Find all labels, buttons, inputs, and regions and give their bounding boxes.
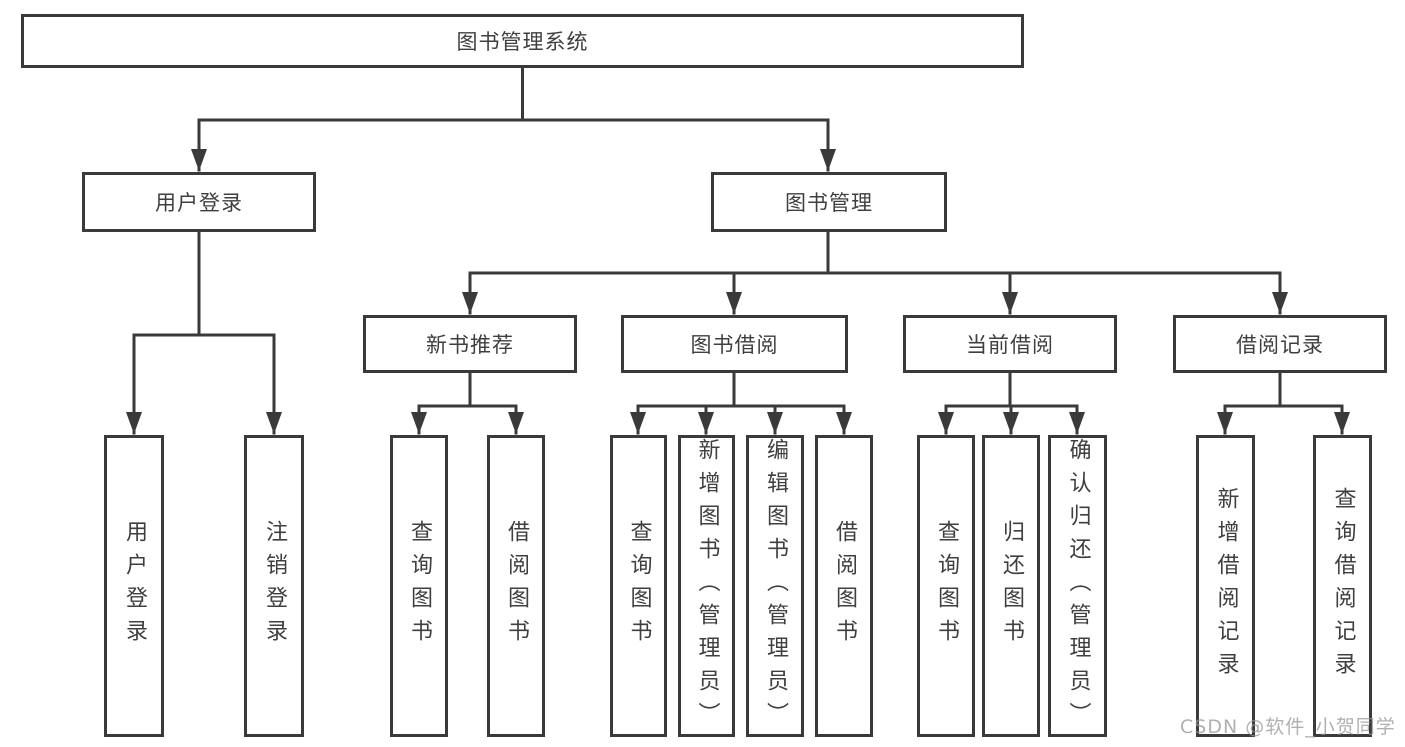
leaf-rec-query-book-label: 查询图书	[407, 520, 432, 652]
leaf-rec-borrow-book: 借阅图书	[487, 435, 545, 737]
leaf-cb-confirm-return: 确认归还（管理员）	[1048, 435, 1107, 737]
connector-user-login-to-leaves	[126, 230, 282, 435]
leaf-bb-edit-book: 编辑图书（管理员）	[746, 435, 804, 737]
leaf-bb-query-book: 查询图书	[610, 435, 667, 737]
leaf-br-add-record: 新增借阅记录	[1196, 435, 1255, 737]
node-book-mgmt: 图书管理	[711, 172, 947, 232]
node-new-book-rec-label: 新书推荐	[426, 333, 514, 357]
node-current-borrow: 当前借阅	[903, 315, 1117, 373]
connector-new-book-rec-to-leaves	[411, 371, 524, 435]
leaf-rec-query-book: 查询图书	[390, 435, 448, 737]
connector-root-to-level2	[191, 66, 836, 172]
node-root-label: 图书管理系统	[456, 30, 589, 54]
leaf-br-add-record-label: 新增借阅记录	[1213, 487, 1239, 685]
node-current-borrow-label: 当前借阅	[966, 333, 1054, 357]
connector-book-mgmt-to-level3	[462, 230, 1288, 315]
leaf-user-login-label: 用户登录	[122, 520, 147, 652]
leaf-bb-add-book: 新增图书（管理员）	[678, 435, 735, 737]
leaf-user-login: 用户登录	[104, 435, 164, 737]
leaf-bb-add-book-label: 新增图书（管理员）	[694, 437, 720, 735]
leaf-cb-return-book-label: 归还图书	[999, 520, 1024, 652]
connector-book-borrow-to-leaves	[630, 371, 852, 435]
node-borrow-records: 借阅记录	[1173, 315, 1387, 373]
node-root: 图书管理系统	[21, 14, 1024, 68]
node-user-login: 用户登录	[82, 172, 316, 232]
node-book-mgmt-label: 图书管理	[785, 191, 873, 215]
connector-current-borrow-to-leaves	[938, 371, 1085, 435]
node-user-login-label: 用户登录	[155, 191, 243, 215]
leaf-bb-borrow-book: 借阅图书	[815, 435, 873, 737]
leaf-cb-return-book: 归还图书	[982, 435, 1040, 737]
leaf-bb-query-book-label: 查询图书	[626, 520, 652, 652]
leaf-rec-borrow-book-label: 借阅图书	[504, 520, 529, 652]
leaf-cb-query-book: 查询图书	[917, 435, 975, 737]
leaf-bb-edit-book-label: 编辑图书（管理员）	[763, 437, 788, 735]
watermark: CSDN @软件_小贺同学	[1180, 716, 1396, 738]
leaf-logout: 注销登录	[244, 435, 304, 737]
connector-borrow-records-to-leaves	[1217, 371, 1350, 435]
leaf-cb-query-book-label: 查询图书	[934, 520, 959, 652]
leaf-logout-label: 注销登录	[262, 520, 287, 652]
leaf-br-query-record: 查询借阅记录	[1313, 435, 1372, 737]
node-book-borrow-label: 图书借阅	[690, 333, 779, 357]
leaf-bb-borrow-book-label: 借阅图书	[832, 520, 857, 652]
node-new-book-rec: 新书推荐	[363, 315, 577, 373]
node-book-borrow: 图书借阅	[621, 315, 848, 373]
node-borrow-records-label: 借阅记录	[1236, 333, 1324, 357]
leaf-br-query-record-label: 查询借阅记录	[1330, 487, 1356, 685]
leaf-cb-confirm-return-label: 确认归还（管理员）	[1065, 437, 1091, 735]
